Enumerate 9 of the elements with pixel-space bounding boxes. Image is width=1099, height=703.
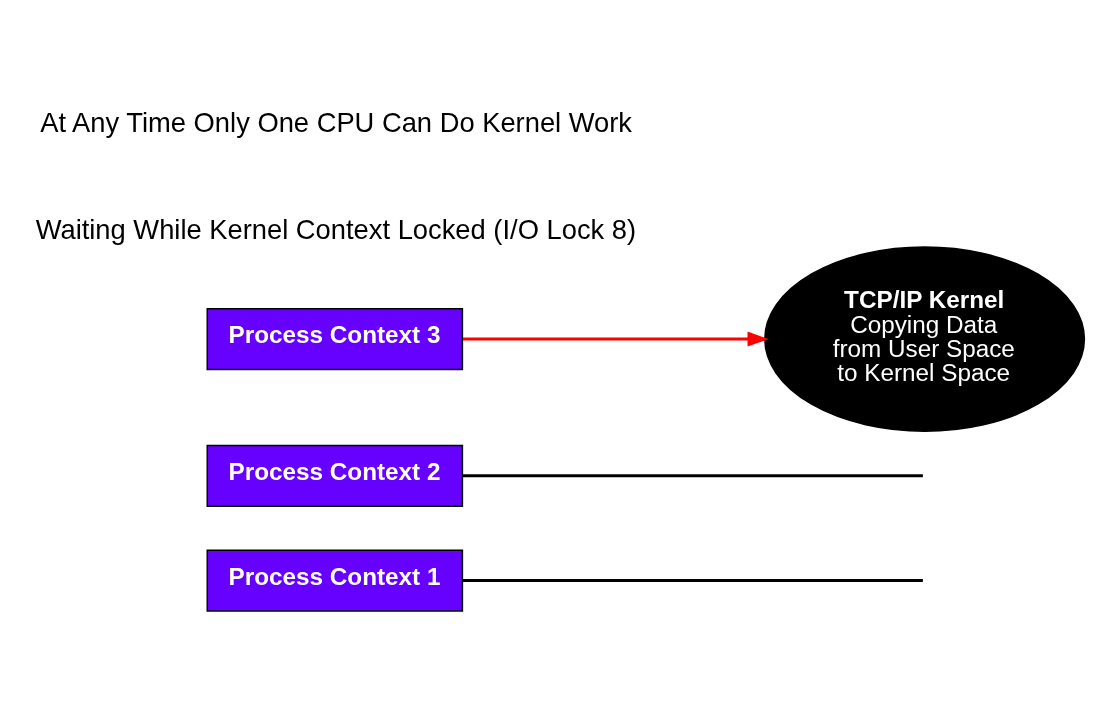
node-ellipse: TCP/IP Kernel Copying Data from User Space to Kernel Space — [764, 245, 1086, 432]
label: Waiting While Kernel Context Locked (I/O Lock 8) — [35, 213, 637, 245]
connector — [462, 473, 923, 477]
node-box: Process Context 1 — [206, 548, 464, 612]
connector — [462, 578, 923, 582]
node-box: Process Context 3 — [206, 307, 464, 370]
node-box: Process Context 2 — [206, 444, 464, 507]
label: At Any Time Only One CPU Can Do Kernel Work — [40, 106, 633, 138]
arrow — [462, 331, 769, 347]
